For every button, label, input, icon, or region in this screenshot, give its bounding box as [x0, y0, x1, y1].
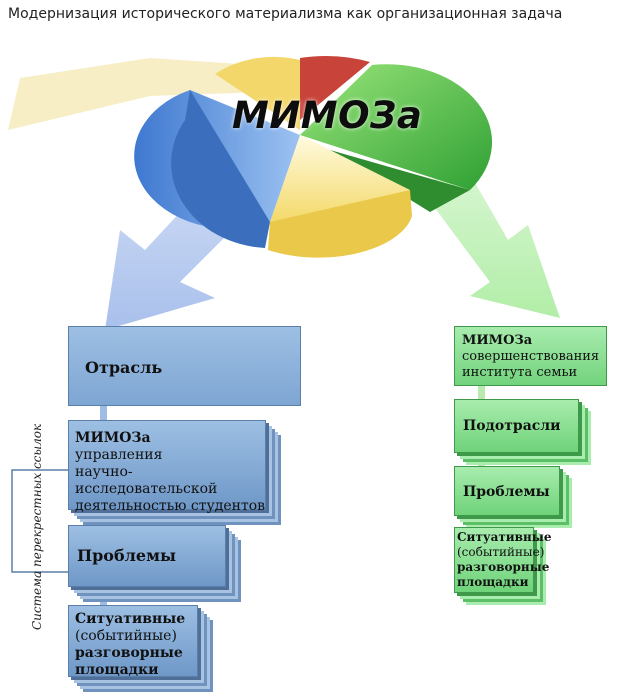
- situational-right-line-1: Ситуативные: [457, 530, 552, 544]
- problems-box-left: Проблемы: [68, 525, 226, 587]
- mimoza-management-line-2: научно-исследовательской: [75, 464, 218, 497]
- subindustries-label: Подотрасли: [463, 418, 561, 434]
- green-arrow: [420, 160, 560, 318]
- mimoza-family-box: МИМОЗа совершенствования института семьи: [454, 326, 607, 386]
- mimoza-label: МИМОЗа: [232, 94, 423, 137]
- industry-box: Отрасль: [68, 326, 301, 406]
- mimoza-family-line-1: совершенствования: [462, 349, 600, 364]
- yellow-arrow: [8, 58, 270, 130]
- connector-left-1: [100, 405, 107, 421]
- mimoza-family-title: МИМОЗа: [462, 333, 533, 348]
- problems-box-right: Проблемы: [454, 466, 560, 516]
- mimoza-management-line-3: деятельностью студентов: [75, 498, 266, 514]
- mimoza-family-line-2: института семьи: [462, 365, 578, 380]
- problems-label-right: Проблемы: [463, 484, 550, 500]
- situational-left-line-4: площадки: [75, 662, 159, 678]
- situational-right-line-4: площадки: [457, 575, 529, 589]
- mimoza-management-box: МИМОЗа управления научно-исследовательск…: [68, 420, 266, 514]
- connector-right-2: [478, 452, 485, 466]
- diagram-title: Модернизация исторического материализма …: [8, 6, 563, 22]
- connector-left-2: [100, 505, 107, 525]
- mimoza-management-title: МИМОЗа: [75, 430, 151, 446]
- situational-left-line-3: разговорные: [75, 645, 183, 661]
- mimoza-pie-icon: [134, 56, 493, 258]
- situational-box-right: Ситуативные (событийные) разговорные пло…: [454, 527, 551, 593]
- situational-left-line-2: (событийные): [75, 628, 177, 644]
- problems-label-left: Проблемы: [77, 546, 177, 565]
- connector-left-3: [100, 590, 107, 606]
- situational-box-left: Ситуативные (событийные) разговорные пло…: [68, 605, 198, 678]
- situational-right-line-2: (событийные): [457, 545, 545, 559]
- mimoza-management-line-1: управления: [75, 447, 163, 463]
- industry-label: Отрасль: [85, 358, 163, 377]
- connector-right-3: [478, 515, 485, 527]
- cross-reference-label: Система перекрестных ссылок: [30, 423, 44, 630]
- situational-right-line-3: разговорные: [457, 560, 550, 574]
- connector-right-1: [478, 385, 485, 399]
- cross-reference-bracket: [11, 469, 68, 573]
- situational-left-line-1: Ситуативные: [75, 611, 186, 627]
- subindustries-box: Подотрасли: [454, 399, 579, 453]
